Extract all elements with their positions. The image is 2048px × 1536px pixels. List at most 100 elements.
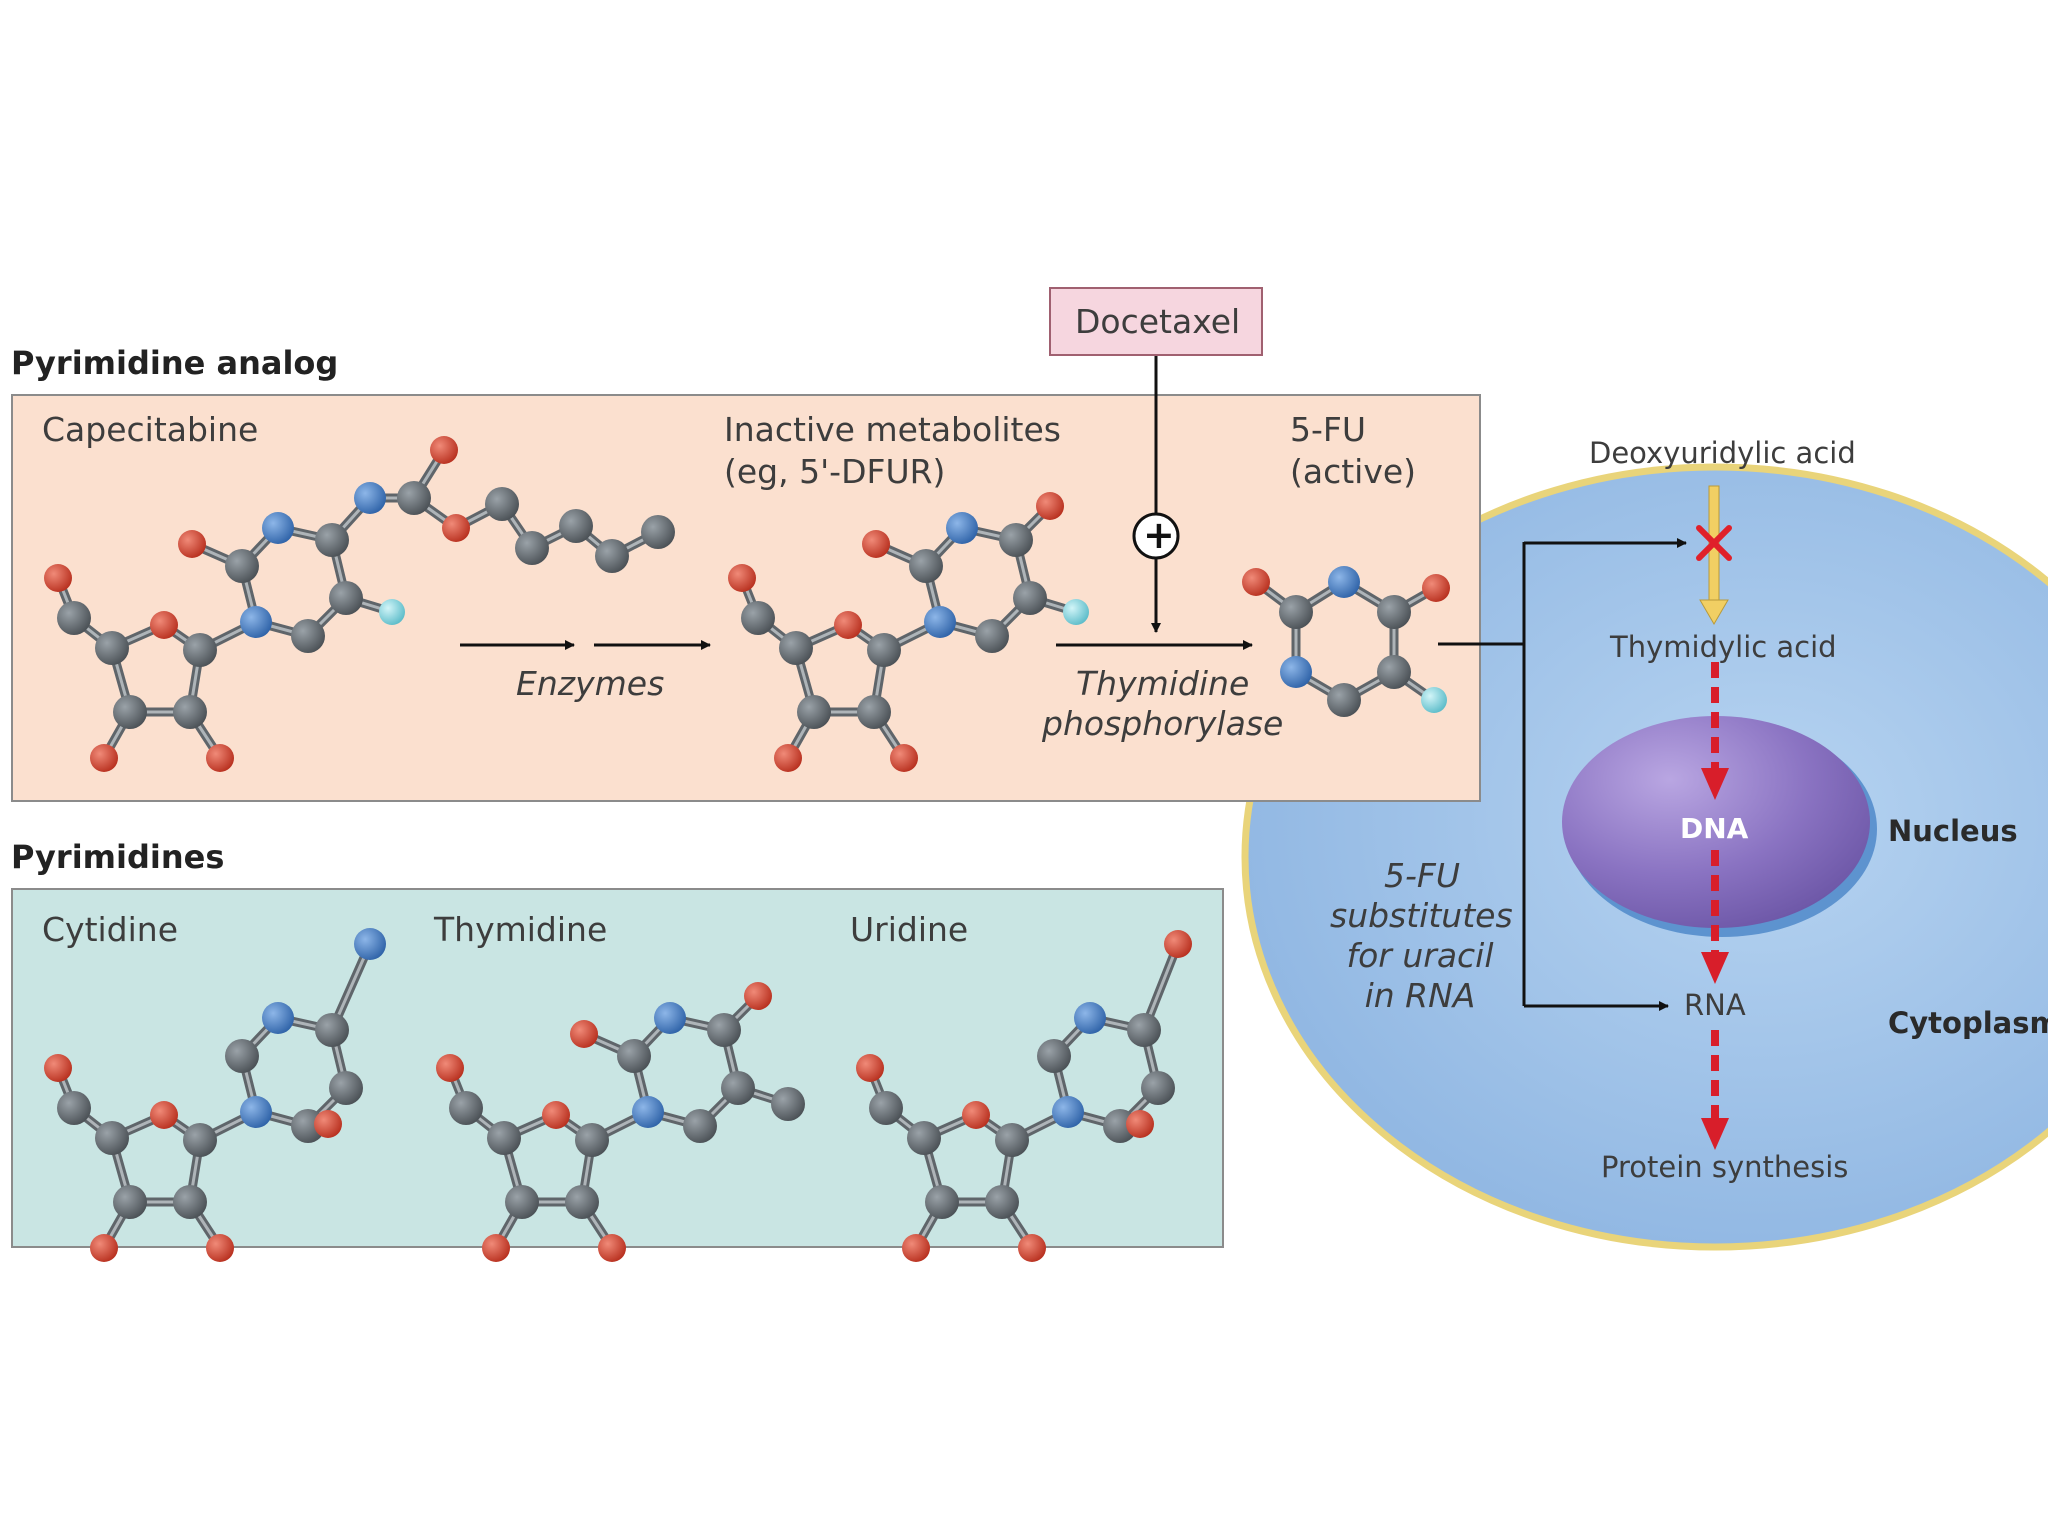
atom-C (113, 1185, 147, 1219)
atom-C (57, 601, 91, 635)
substitutes-label-2: substitutes (1330, 896, 1513, 935)
atom-F (1063, 599, 1089, 625)
atom-C (113, 695, 147, 729)
uridine-label: Uridine (850, 910, 969, 949)
red-arrow-head-1 (1701, 768, 1729, 800)
atom-C (617, 1039, 651, 1073)
atom-C (1279, 595, 1313, 629)
atom-O (890, 744, 918, 772)
atom-C (869, 1091, 903, 1125)
atom-C (505, 1185, 539, 1219)
atom-N (1052, 1096, 1084, 1128)
atom-C (907, 1121, 941, 1155)
fu-active-label: (active) (1290, 452, 1417, 491)
atom-C (721, 1071, 755, 1105)
atom-C (95, 1121, 129, 1155)
nucleus (1562, 716, 1870, 928)
thymidine-molecule (436, 982, 805, 1262)
atom-O (902, 1234, 930, 1262)
atom-C (515, 531, 549, 565)
atom-C (741, 601, 775, 635)
atom-N (1328, 566, 1360, 598)
fu-label: 5-FU (1290, 410, 1367, 449)
atom-O (774, 744, 802, 772)
atom-C (1013, 581, 1047, 615)
atom-N (262, 512, 294, 544)
atom-O (314, 1110, 342, 1138)
atom-O (206, 1234, 234, 1262)
atom-C (485, 487, 519, 521)
atom-C (225, 549, 259, 583)
atom-C (641, 515, 675, 549)
atom-C (707, 1013, 741, 1047)
atom-C (95, 631, 129, 665)
atom-C (57, 1091, 91, 1125)
atom-F (1421, 687, 1447, 713)
atom-O (1036, 492, 1064, 520)
atom-C (995, 1123, 1029, 1157)
thymidine-phosphorylase-label-2: phosphorylase (1042, 704, 1284, 743)
atom-C (559, 509, 593, 543)
atom-C (291, 619, 325, 653)
pyrimidines-title: Pyrimidines (11, 838, 225, 876)
inactive-metabolites-example: (eg, 5'-DFUR) (724, 452, 946, 491)
atom-C (999, 523, 1033, 557)
atom-N (354, 482, 386, 514)
atom-O (44, 1054, 72, 1082)
plus-icon: + (1143, 513, 1175, 557)
substitutes-label-3: for uracil (1346, 936, 1494, 975)
pyrimidines-panel (11, 888, 1224, 1248)
atom-C (909, 549, 943, 583)
atom-O (436, 1054, 464, 1082)
inactive-metabolite-molecule (728, 492, 1089, 772)
atom-C (975, 619, 1009, 653)
thymidine-label: Thymidine (434, 910, 608, 949)
atom-C (857, 695, 891, 729)
atom-O (482, 1234, 510, 1262)
deoxyuridylic-acid-label: Deoxyuridylic acid (1589, 436, 1856, 470)
atom-O (1164, 930, 1192, 958)
atom-O (856, 1054, 884, 1082)
atom-N (632, 1096, 664, 1128)
atom-C (1127, 1013, 1161, 1047)
atom-O (442, 514, 470, 542)
atom-O (1422, 574, 1450, 602)
atom-N (924, 606, 956, 638)
atom-C (1141, 1071, 1175, 1105)
nucleus-label: Nucleus (1888, 814, 2018, 848)
atom-O (1242, 568, 1270, 596)
atom-O (430, 436, 458, 464)
atom-O (728, 564, 756, 592)
atom-N (1074, 1002, 1106, 1034)
atom-O (150, 1101, 178, 1129)
atom-N (1280, 656, 1312, 688)
atom-C (595, 539, 629, 573)
thymidine-phosphorylase-label-1: Thymidine (1076, 664, 1250, 703)
rna-label: RNA (1684, 988, 1746, 1022)
atom-O (150, 611, 178, 639)
protein-synthesis-label: Protein synthesis (1601, 1150, 1849, 1184)
atom-O (206, 744, 234, 772)
atom-C (925, 1185, 959, 1219)
inactive-metabolites-label: Inactive metabolites (724, 410, 1061, 449)
atom-C (315, 523, 349, 557)
capecitabine-molecule (44, 436, 675, 772)
docetaxel-label: Docetaxel (1075, 302, 1241, 341)
atom-C (797, 695, 831, 729)
red-arrow-head-3 (1701, 1118, 1729, 1150)
atom-C (867, 633, 901, 667)
atom-C (173, 695, 207, 729)
atom-C (1377, 655, 1411, 689)
atom-C (1377, 595, 1411, 629)
atom-C (173, 1185, 207, 1219)
substitutes-label-4: in RNA (1364, 976, 1476, 1015)
atom-C (683, 1109, 717, 1143)
pyrimidine-analog-title: Pyrimidine analog (11, 344, 339, 382)
enzymes-label: Enzymes (516, 664, 665, 703)
atom-O (744, 982, 772, 1010)
atom-O (178, 530, 206, 558)
atom-C (1327, 683, 1361, 717)
atom-O (1126, 1110, 1154, 1138)
atom-N (946, 512, 978, 544)
